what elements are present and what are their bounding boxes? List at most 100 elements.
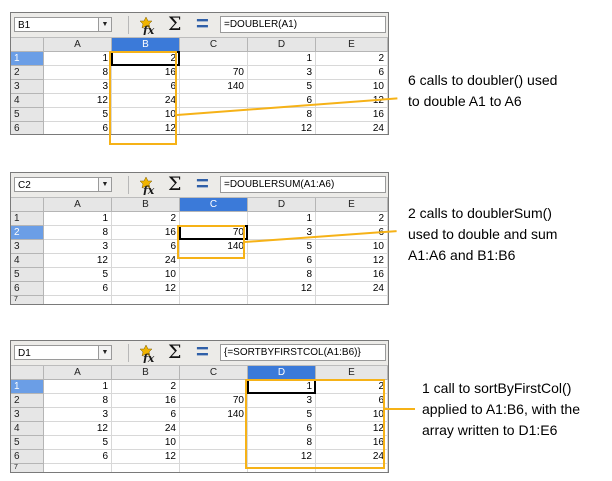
column-header-b[interactable]: B [112, 38, 180, 52]
cell-e4[interactable]: 12 [316, 254, 388, 268]
cell-c6[interactable] [180, 282, 248, 296]
cell-b3[interactable]: 6 [112, 240, 180, 254]
empty-cell[interactable] [44, 296, 112, 304]
cell-d6[interactable]: 12 [248, 122, 316, 134]
cell-e4[interactable]: 12 [316, 422, 388, 436]
cell-b6[interactable]: 12 [112, 282, 180, 296]
row-header[interactable]: 2 [11, 394, 44, 408]
cell-e1[interactable]: 2 [316, 212, 388, 226]
row-header[interactable]: 5 [11, 436, 44, 450]
row-header[interactable]: 7 [11, 296, 44, 304]
empty-cell[interactable] [180, 296, 248, 304]
cell-b5[interactable]: 10 [112, 108, 180, 122]
column-header-d[interactable]: D [248, 38, 316, 52]
formula-input[interactable]: {=SORTBYFIRSTCOL(A1:B6)} [220, 344, 386, 361]
cell-e6[interactable]: 24 [316, 450, 388, 464]
cell-d5[interactable]: 8 [248, 108, 316, 122]
dropdown-arrow-icon[interactable]: ▼ [98, 346, 111, 359]
column-header-c[interactable]: C [180, 38, 248, 52]
cell-c1[interactable] [180, 52, 248, 66]
cell-a3[interactable]: 3 [44, 408, 112, 422]
cell-b5[interactable]: 10 [112, 268, 180, 282]
formula-equals-icon[interactable]: = [196, 340, 209, 364]
row-header[interactable]: 2 [11, 226, 44, 240]
function-wizard-icon[interactable]: fx [137, 15, 159, 35]
column-header-e[interactable]: E [316, 366, 388, 380]
cell-e3[interactable]: 10 [316, 80, 388, 94]
cell-d3[interactable]: 5 [248, 80, 316, 94]
cell-d3[interactable]: 5 [248, 240, 316, 254]
cell-e3[interactable]: 10 [316, 408, 388, 422]
empty-cell[interactable] [316, 464, 388, 472]
dropdown-arrow-icon[interactable]: ▼ [98, 18, 111, 31]
cell-c6[interactable] [180, 450, 248, 464]
cell-c6[interactable] [180, 122, 248, 134]
cell-b6[interactable]: 12 [112, 122, 180, 134]
cell-b1[interactable]: 2 [112, 52, 180, 66]
formula-input[interactable]: =DOUBLER(A1) [220, 16, 386, 33]
cell-b4[interactable]: 24 [112, 254, 180, 268]
column-header-d[interactable]: D [248, 366, 316, 380]
cell-c5[interactable] [180, 108, 248, 122]
cell-c3[interactable]: 140 [180, 408, 248, 422]
cell-d6[interactable]: 12 [248, 282, 316, 296]
row-header[interactable]: 7 [11, 464, 44, 472]
column-header-c[interactable]: C [180, 198, 248, 212]
row-header[interactable]: 6 [11, 122, 44, 134]
cell-b2[interactable]: 16 [112, 394, 180, 408]
cell-d1[interactable]: 1 [248, 212, 316, 226]
cell-a2[interactable]: 8 [44, 394, 112, 408]
cell-a4[interactable]: 12 [44, 94, 112, 108]
cell-a5[interactable]: 5 [44, 268, 112, 282]
corner-header[interactable] [11, 38, 44, 52]
cell-a3[interactable]: 3 [44, 240, 112, 254]
empty-cell[interactable] [180, 464, 248, 472]
cell-b6[interactable]: 12 [112, 450, 180, 464]
cell-e1[interactable]: 2 [316, 52, 388, 66]
name-box[interactable]: C2 ▼ [14, 177, 112, 192]
row-header[interactable]: 1 [11, 52, 44, 66]
cell-a6[interactable]: 6 [44, 282, 112, 296]
cell-e2[interactable]: 6 [316, 66, 388, 80]
empty-cell[interactable] [112, 296, 180, 304]
sum-icon[interactable]: Σ [168, 13, 182, 35]
cell-d6[interactable]: 12 [248, 450, 316, 464]
cell-b3[interactable]: 6 [112, 408, 180, 422]
cell-b3[interactable]: 6 [112, 80, 180, 94]
cell-b1[interactable]: 2 [112, 212, 180, 226]
formula-equals-icon[interactable]: = [196, 12, 209, 36]
row-header[interactable]: 4 [11, 94, 44, 108]
cell-d5[interactable]: 8 [248, 268, 316, 282]
row-header[interactable]: 4 [11, 422, 44, 436]
cell-a1[interactable]: 1 [44, 212, 112, 226]
corner-header[interactable] [11, 366, 44, 380]
cell-b4[interactable]: 24 [112, 422, 180, 436]
cell-c4[interactable] [180, 422, 248, 436]
cell-a4[interactable]: 12 [44, 422, 112, 436]
cell-a5[interactable]: 5 [44, 108, 112, 122]
column-header-a[interactable]: A [44, 366, 112, 380]
row-header[interactable]: 6 [11, 450, 44, 464]
cell-b4[interactable]: 24 [112, 94, 180, 108]
cell-d4[interactable]: 6 [248, 422, 316, 436]
cell-c2[interactable]: 70 [180, 394, 248, 408]
cell-b1[interactable]: 2 [112, 380, 180, 394]
cell-c3[interactable]: 140 [180, 240, 248, 254]
cell-a5[interactable]: 5 [44, 436, 112, 450]
function-wizard-icon[interactable]: fx [137, 175, 159, 195]
row-header[interactable]: 3 [11, 80, 44, 94]
cell-d4[interactable]: 6 [248, 254, 316, 268]
cell-a1[interactable]: 1 [44, 52, 112, 66]
dropdown-arrow-icon[interactable]: ▼ [98, 178, 111, 191]
column-header-e[interactable]: E [316, 198, 388, 212]
cell-a3[interactable]: 3 [44, 80, 112, 94]
cell-e1[interactable]: 2 [316, 380, 388, 394]
cell-d2[interactable]: 3 [248, 66, 316, 80]
empty-cell[interactable] [44, 464, 112, 472]
cell-d1[interactable]: 1 [248, 380, 316, 394]
cell-c3[interactable]: 140 [180, 80, 248, 94]
cell-b5[interactable]: 10 [112, 436, 180, 450]
cell-e5[interactable]: 16 [316, 108, 388, 122]
cell-c2[interactable]: 70 [180, 66, 248, 80]
cell-c5[interactable] [180, 436, 248, 450]
